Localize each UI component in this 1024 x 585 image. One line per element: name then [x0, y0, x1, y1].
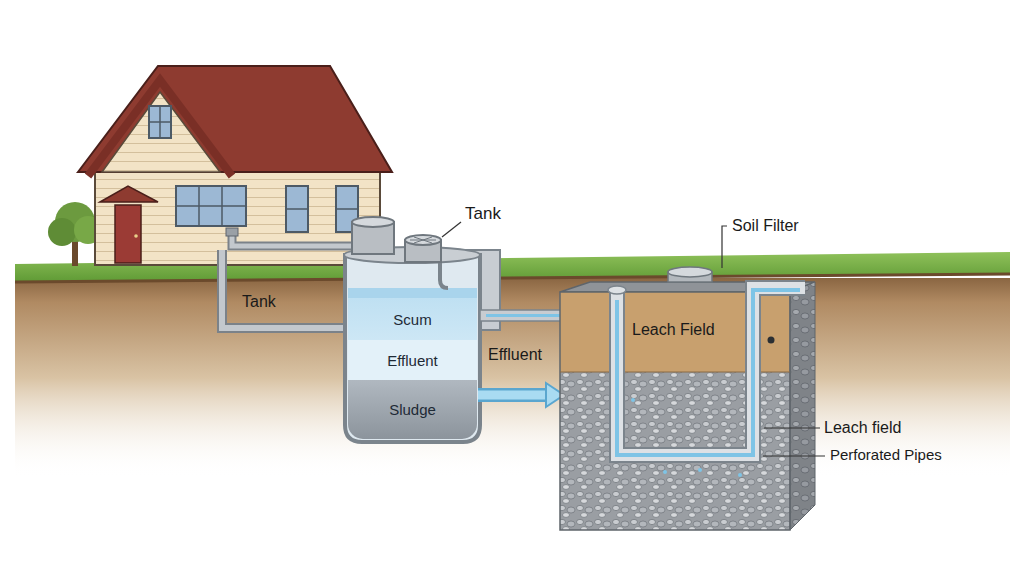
tank-label: Tank — [463, 204, 503, 224]
flow-arrow — [478, 388, 548, 402]
leach-field-pit — [560, 267, 815, 530]
septic-tank — [344, 217, 480, 442]
tree — [48, 202, 102, 266]
grass-surface — [15, 274, 1010, 282]
leach-field-label: Leach field — [822, 418, 903, 437]
house — [286, 208, 308, 210]
leach-field-pit — [668, 267, 712, 277]
layer-label: Scum — [393, 311, 431, 328]
perforated-pipe — [617, 288, 805, 455]
house — [78, 66, 392, 265]
house — [149, 121, 171, 123]
scum-layer: Scum — [348, 298, 477, 340]
house — [149, 106, 171, 138]
perforated-pipes-label: Perforated Pipes — [828, 446, 944, 464]
house — [134, 234, 138, 238]
perforated-pipe — [608, 286, 805, 477]
septic-tank — [405, 235, 441, 245]
inlet-pipe — [232, 234, 352, 246]
house — [115, 205, 141, 263]
house — [286, 186, 308, 232]
septic-tank — [414, 237, 432, 243]
septic-tank — [345, 255, 480, 442]
inlet-pipe — [232, 234, 352, 246]
leader-line — [763, 455, 825, 456]
septic-tank — [348, 288, 477, 298]
perforated-pipe — [631, 398, 635, 402]
soil-filter-label: Soil Filter — [730, 216, 801, 235]
perforated-pipe — [698, 468, 702, 472]
inlet-pipe — [222, 228, 352, 328]
house — [78, 66, 392, 172]
house — [176, 205, 246, 207]
flow-arrow — [478, 383, 564, 407]
soil-ground — [15, 278, 1010, 478]
house — [176, 186, 246, 226]
tank-label: Tank — [240, 292, 278, 311]
leader-line — [442, 222, 461, 237]
inlet-pipe — [226, 228, 238, 236]
house — [100, 186, 158, 202]
house — [95, 160, 380, 265]
house — [336, 208, 358, 210]
effluent-layer: Effluent — [348, 340, 477, 380]
septic-tank — [414, 237, 432, 243]
leader-line — [722, 226, 727, 268]
inlet-pipe — [222, 250, 352, 328]
leach-field-label: Leach Field — [630, 320, 717, 339]
perforated-pipe — [768, 337, 775, 344]
perforated-pipe — [663, 470, 667, 474]
perforated-pipe — [608, 286, 626, 294]
leader-line — [442, 222, 825, 456]
leach-field-pit — [790, 282, 815, 530]
sludge-layer: Sludge — [348, 380, 477, 439]
effluent-label: Effluent — [486, 345, 544, 364]
septic-tank — [352, 217, 394, 227]
perforated-pipe — [738, 473, 742, 477]
tree — [48, 218, 76, 246]
perforated-pipe — [617, 288, 805, 455]
house — [88, 80, 232, 176]
leader-line — [764, 427, 820, 428]
layer-label: Effluent — [387, 352, 438, 369]
septic-tank — [440, 262, 448, 288]
inlet-pipe — [222, 250, 352, 328]
layer-label: Sludge — [389, 401, 436, 418]
soil-ground — [15, 278, 1010, 478]
flow-arrow — [478, 391, 548, 400]
perforated-pipe — [617, 290, 800, 455]
